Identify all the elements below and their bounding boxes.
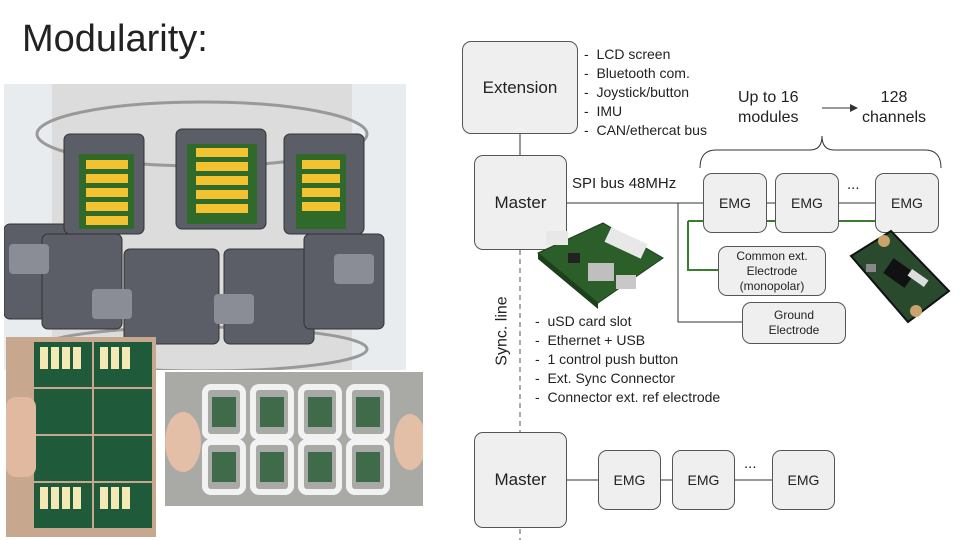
emg-module-box: EMG	[598, 450, 661, 510]
emg-label: EMG	[791, 195, 823, 211]
modules-note-line1: Up to 16	[738, 89, 799, 106]
emg-module-box: EMG	[772, 450, 835, 510]
extension-label: Extension	[482, 77, 558, 97]
emg-label: EMG	[613, 472, 646, 488]
master-label: Master	[494, 470, 547, 489]
master-feature: Connector ext. ref electrode	[535, 388, 720, 407]
extension-feature: IMU	[584, 102, 707, 121]
master-feature: uSD card slot	[535, 312, 720, 331]
emg-label: EMG	[891, 195, 923, 211]
sync-line-label: Sync. line	[493, 296, 511, 366]
bracelet-render-image	[4, 84, 406, 370]
common-electrode-line2: Electrode	[746, 263, 798, 278]
master-board-image	[528, 213, 668, 313]
common-electrode-line1: Common ext.	[736, 248, 808, 263]
printed-frame-photo	[165, 372, 423, 506]
master-box-bottom: Master	[474, 432, 567, 528]
modules-note: Up to 16 modules	[738, 88, 798, 128]
master-feature: 1 control push button	[535, 350, 720, 369]
emg-label: EMG	[719, 195, 751, 211]
ellipsis-top: ...	[847, 176, 860, 193]
electrode-boards-photo	[6, 337, 156, 537]
emg-module-box: EMG	[703, 173, 767, 233]
emg-module-box: EMG	[875, 173, 939, 233]
master-feature: Ethernet + USB	[535, 331, 720, 350]
master-label: Master	[494, 192, 547, 212]
modules-note-line2: modules	[738, 109, 799, 126]
extension-feature: CAN/ethercat bus	[584, 121, 707, 140]
extension-feature: Joystick/button	[584, 83, 707, 102]
common-electrode-line3: (monopolar)	[739, 278, 805, 293]
page-title: Modularity:	[22, 18, 208, 60]
emg-board-image	[846, 226, 954, 330]
ground-electrode-line2: Electrode	[768, 323, 820, 337]
channels-note: 128 channels	[862, 88, 926, 128]
channels-note-line2: channels	[862, 109, 927, 126]
emg-module-box: EMG	[672, 450, 735, 510]
spi-bus-label: SPI bus 48MHz	[572, 175, 677, 192]
extension-feature: LCD screen	[584, 45, 707, 64]
extension-feature-list: LCD screen Bluetooth com. Joystick/butto…	[584, 45, 707, 140]
extension-feature: Bluetooth com.	[584, 64, 707, 83]
extension-box: Extension	[462, 41, 578, 134]
emg-label: EMG	[787, 472, 820, 488]
ground-electrode-line1: Ground	[773, 308, 815, 322]
emg-module-box: EMG	[775, 173, 839, 233]
emg-label: EMG	[687, 472, 720, 488]
ground-electrode-box: Ground Electrode	[742, 302, 846, 344]
ellipsis-bottom: ...	[744, 455, 757, 472]
common-electrode-box: Common ext. Electrode (monopolar)	[718, 246, 826, 296]
master-feature: Ext. Sync Connector	[535, 369, 720, 388]
channels-note-line1: 128	[880, 89, 908, 106]
master-feature-list: uSD card slot Ethernet + USB 1 control p…	[535, 312, 720, 407]
